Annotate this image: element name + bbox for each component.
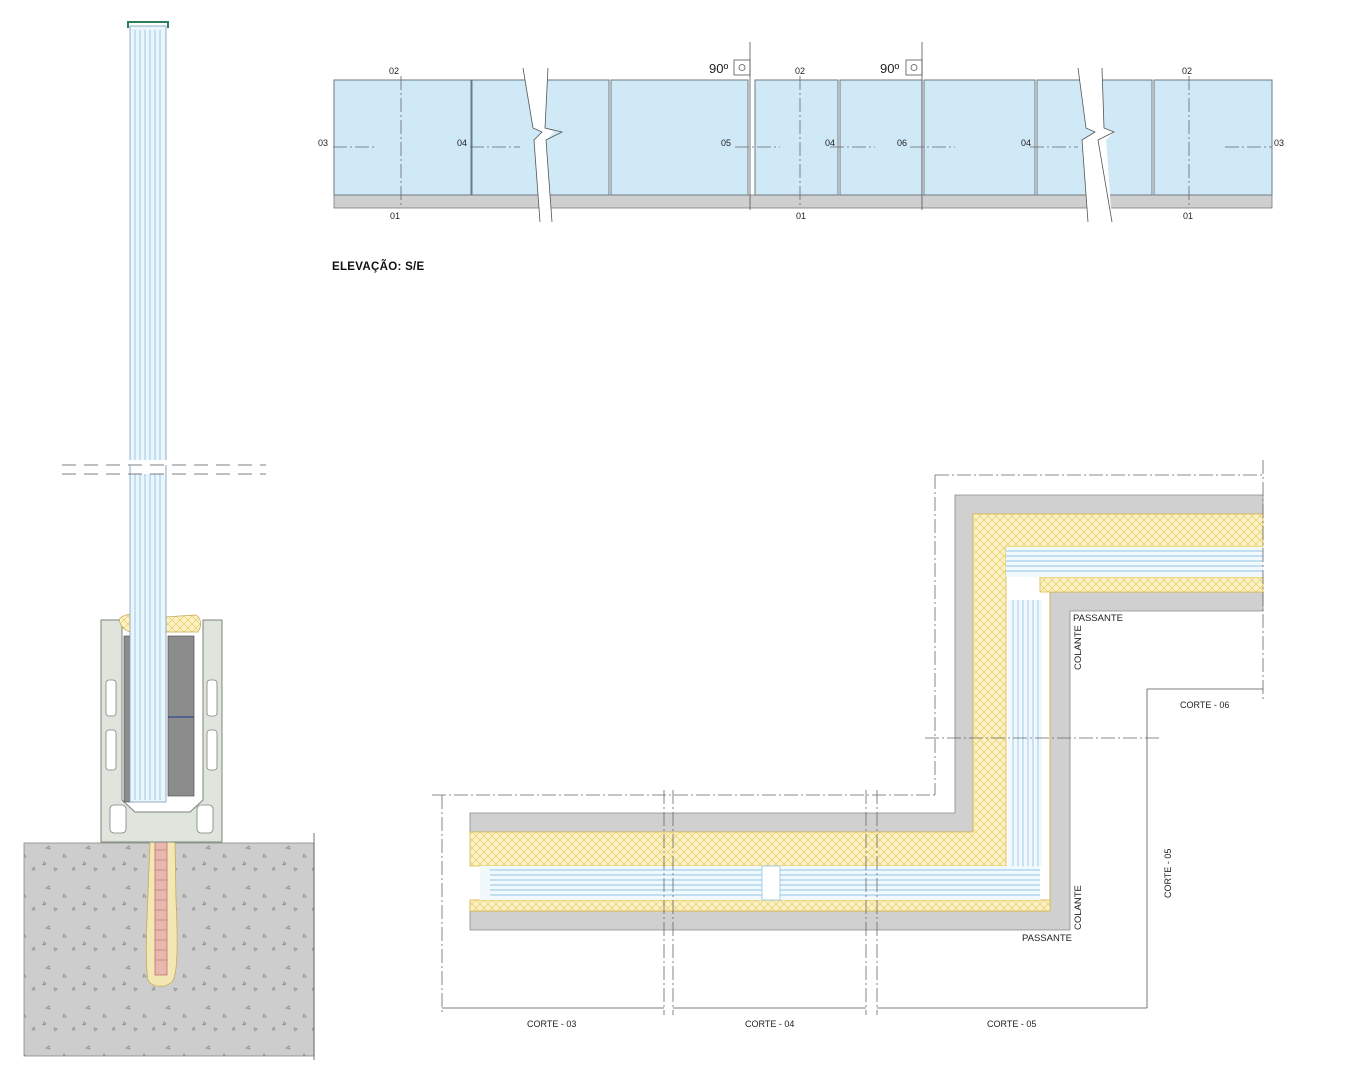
axis-label-top-3: 02 <box>1182 66 1192 76</box>
axis-label-mid-4: 04 <box>825 138 835 148</box>
threaded-rod <box>154 819 168 976</box>
elevation-title: ELEVAÇÃO: S/E <box>332 260 425 273</box>
label-corte-05-vertical: CORTE - 05 <box>1163 849 1173 898</box>
axis-label-bottom-3: 01 <box>1183 211 1193 221</box>
axis-label-mid-3: 05 <box>721 138 731 148</box>
axis-label-mid-2: 04 <box>457 138 467 148</box>
label-colante-top: COLANTE <box>1073 625 1084 670</box>
label-passante-bottom: PASSANTE <box>1022 933 1072 944</box>
axis-label-mid-5: 06 <box>897 138 907 148</box>
label-passante-top: PASSANTE <box>1073 613 1123 624</box>
axis-label-bottom-1: 01 <box>390 211 400 221</box>
axis-label-top-1: 02 <box>389 66 399 76</box>
axis-label-bottom-2: 01 <box>796 211 806 221</box>
axis-label-top-2: 02 <box>795 66 805 76</box>
axis-label-mid-1: 03 <box>318 138 328 148</box>
elevation-view: 90º 90º 02 02 02 01 01 01 03 04 05 04 06… <box>318 42 1284 273</box>
break-line-1 <box>522 67 564 223</box>
label-corte-04: CORTE - 04 <box>745 1019 794 1029</box>
axis-label-mid-6: 04 <box>1021 138 1031 148</box>
angle-label-1: 90º <box>709 61 728 76</box>
label-corte-05: CORTE - 05 <box>987 1019 1036 1029</box>
axis-label-mid-7: 03 <box>1274 138 1284 148</box>
angle-label-2: 90º <box>880 61 899 76</box>
break-line-2 <box>1077 67 1115 223</box>
gasket-right <box>167 635 195 797</box>
label-corte-03: CORTE - 03 <box>527 1019 576 1029</box>
section-detail <box>23 21 315 1060</box>
plan-section: PASSANTE COLANTE COLANTE PASSANTE CORTE … <box>432 460 1264 1029</box>
label-colante-bottom: COLANTE <box>1073 885 1084 930</box>
label-corte-06: CORTE - 06 <box>1180 700 1229 710</box>
glass-top-cap <box>127 21 169 28</box>
